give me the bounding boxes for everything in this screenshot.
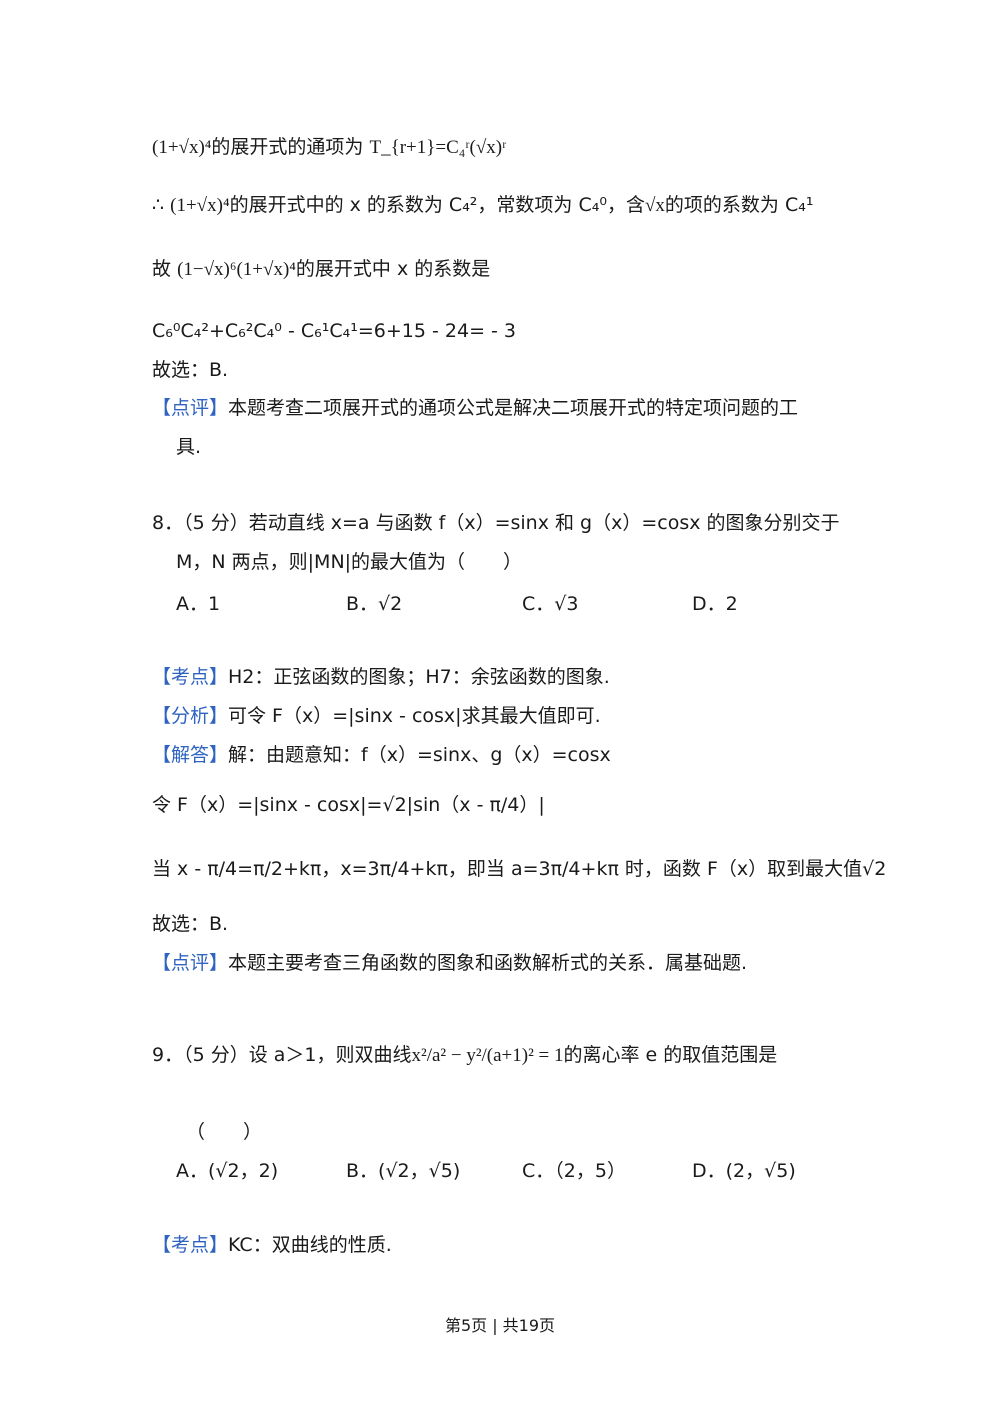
kaodian-text-8: H2：正弦函数的图象；H7：余弦函数的图象.	[228, 666, 610, 688]
product-expansion-line: 故 (1−√x)⁶(1+√x)⁴的展开式中 x 的系数是	[152, 256, 490, 283]
hyperbola-equation: x²/a² − y²/(a+1)² = 1	[411, 1045, 564, 1066]
comment-tag-8: 【点评】	[152, 952, 229, 974]
q9-option-a: A．(√2，2)	[176, 1160, 279, 1182]
comment-tag-7: 【点评】	[152, 397, 229, 419]
page-footer: 第5页 | 共19页	[444, 1316, 556, 1335]
q8-option-c: C．√3	[522, 593, 579, 615]
comment-7-line1: 【点评】本题考查二项展开式的通项公式是解决二项展开式的特定项问题的工	[152, 395, 798, 421]
question-8-stem-line2: M，N 两点，则|MN|的最大值为（ ）	[176, 551, 523, 573]
q8-option-b: B．√2	[346, 593, 403, 615]
q8-ling-line: 令 F（x）=|sinx - cosx|=√2|sin（x - π/4）|	[152, 794, 545, 816]
q8-option-d: D．2	[692, 593, 738, 615]
fenxi-text-8: 可令 F（x）=|sinx - cosx|求其最大值即可.	[228, 705, 601, 727]
fenxi-tag-8: 【分析】	[152, 705, 229, 727]
answer-choice-7: 故选：B.	[152, 359, 229, 381]
kaodian-tag-9: 【考点】	[152, 1234, 229, 1256]
product-expression: (1−√x)⁶(1+√x)⁴	[177, 259, 296, 280]
q9-stem-pre: 9．（5 分）设 a＞1，则双曲线	[152, 1044, 412, 1066]
q8-fenxi-line: 【分析】可令 F（x）=|sinx - cosx|求其最大值即可.	[152, 703, 601, 729]
general-term-text: 的展开式的通项为	[211, 136, 364, 158]
coefficients-tail: 的项的系数为 C₄¹	[664, 194, 814, 216]
jieda-tag-8: 【解答】	[152, 744, 229, 766]
calculation-line: C₆⁰C₄²+C₆²C₄⁰ - C₆¹C₄¹=6+15 - 24= - 3	[152, 320, 517, 342]
expr-1-plus-sqrtx-4: (1+√x)⁴	[152, 137, 212, 158]
binomial-general-term-line: (1+√x)⁴的展开式的通项为 T_{r+1}=C₄ʳ(√x)ʳ	[152, 134, 506, 161]
comment-text-8: 本题主要考查三角函数的图象和函数解析式的关系．属基础题.	[228, 952, 748, 974]
q9-option-b: B．(√2，√5)	[346, 1160, 461, 1182]
q9-option-d: D．(2，√5)	[692, 1160, 796, 1182]
q8-dang-line: 当 x - π/4=π/2+kπ，x=3π/4+kπ，即当 a=3π/4+kπ …	[152, 858, 887, 880]
kaodian-tag-8: 【考点】	[152, 666, 229, 688]
kaodian-text-9: KC：双曲线的性质.	[228, 1234, 392, 1256]
expr-1-plus-sqrtx-4-b: (1+√x)⁴	[170, 195, 230, 216]
comment-text-7a: 本题考查二项展开式的通项公式是解决二项展开式的特定项问题的工	[228, 397, 799, 419]
gu-word: 故	[152, 258, 172, 280]
comment-7-line2: 具.	[176, 436, 202, 458]
q9-kaodian-line: 【考点】KC：双曲线的性质.	[152, 1232, 392, 1258]
q9-option-c: C．（2，5）	[522, 1160, 626, 1182]
general-term-formula: T_{r+1}=C₄ʳ(√x)ʳ	[369, 137, 507, 158]
answer-choice-8: 故选：B.	[152, 913, 229, 935]
coefficients-text: 的展开式中的 x 的系数为 C₄²，常数项为 C₄⁰，含	[229, 194, 645, 216]
therefore-symbol: ∴	[152, 194, 165, 216]
product-text: 的展开式中 x 的系数是	[295, 258, 491, 280]
comment-8-line: 【点评】本题主要考查三角函数的图象和函数解析式的关系．属基础题.	[152, 950, 747, 976]
coefficients-line: ∴ (1+√x)⁴的展开式中的 x 的系数为 C₄²，常数项为 C₄⁰，含√x的…	[152, 192, 813, 219]
q9-stem-post: 的离心率 e 的取值范围是	[563, 1044, 778, 1066]
q8-jieda-line: 【解答】解：由题意知：f（x）=sinx、g（x）=cosx	[152, 742, 611, 768]
q8-kaodian-line: 【考点】H2：正弦函数的图象；H7：余弦函数的图象.	[152, 664, 610, 690]
sqrt-x: √x	[644, 195, 665, 216]
question-8-stem-line1: 8．（5 分）若动直线 x=a 与函数 f（x）=sinx 和 g（x）=cos…	[152, 512, 840, 534]
q8-option-a: A．1	[176, 593, 221, 615]
question-9-stem-line1: 9．（5 分）设 a＞1，则双曲线x²/a² − y²/(a+1)² = 1的离…	[152, 1042, 777, 1069]
question-9-stem-line2: （ ）	[186, 1121, 263, 1143]
jieda-text-8: 解：由题意知：f（x）=sinx、g（x）=cosx	[228, 744, 611, 766]
